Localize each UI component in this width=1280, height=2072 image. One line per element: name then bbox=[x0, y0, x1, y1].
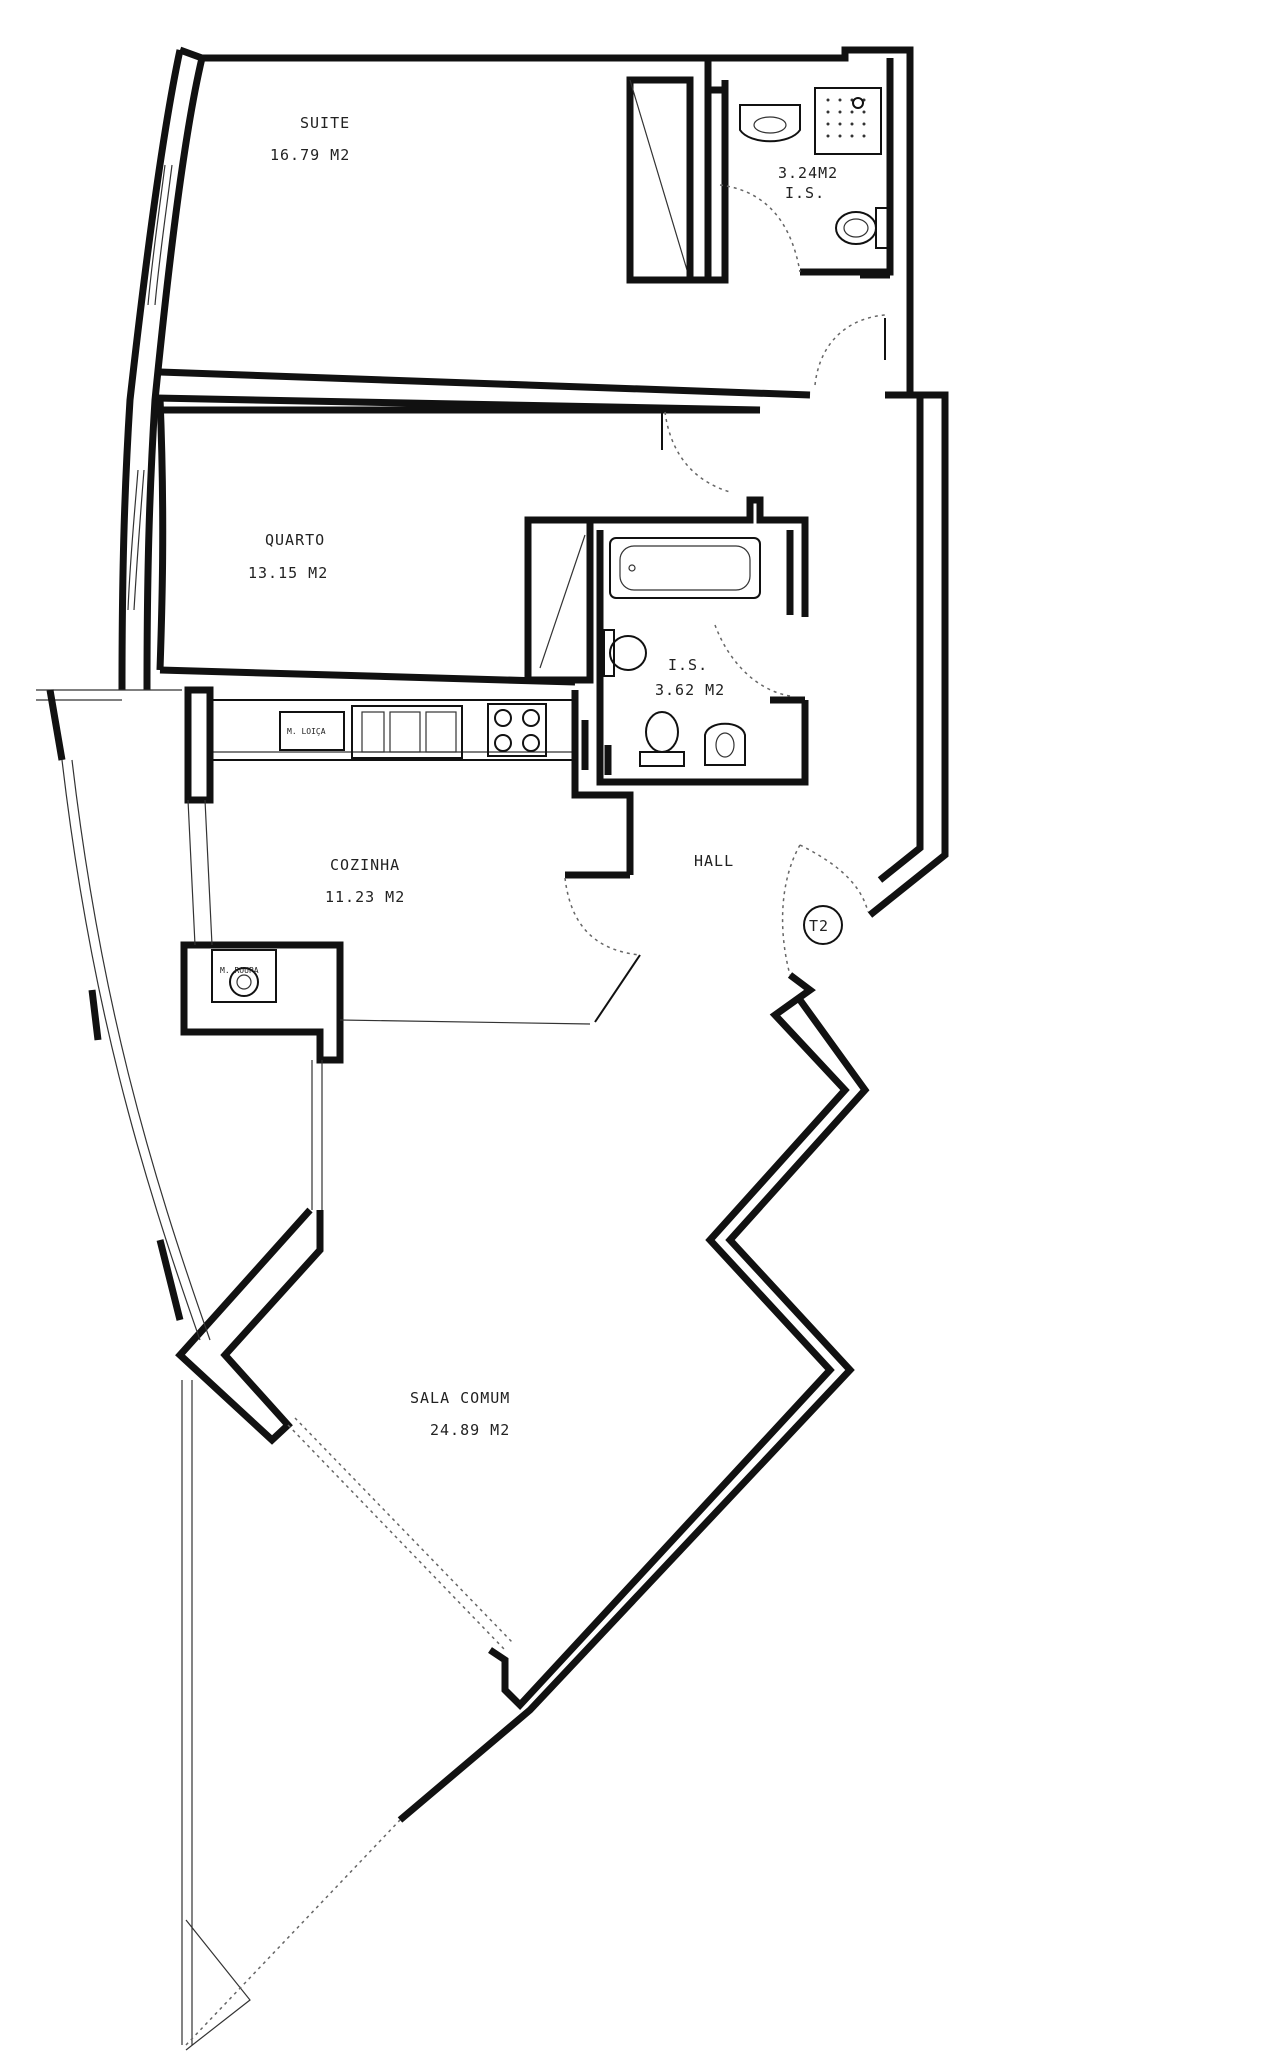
right-wall bbox=[867, 391, 949, 918]
suite-room: SUITE 16.79 M2 bbox=[155, 58, 811, 414]
kitchen-room: M. LOIÇA M. ROUPA CO bbox=[180, 686, 641, 1210]
right-wall-inner bbox=[877, 391, 924, 883]
is-top-area: 3.24M2 bbox=[778, 164, 838, 182]
sink-icon-mid bbox=[704, 722, 746, 766]
kitchen-sink-icon bbox=[351, 705, 463, 759]
balcony bbox=[36, 689, 401, 2051]
sala-glazing bbox=[287, 1424, 506, 1651]
sala-zigzag-wall bbox=[488, 972, 850, 1711]
unit-tag: T2 bbox=[809, 917, 829, 935]
sink-icon bbox=[739, 104, 801, 143]
washing-machine: M. ROUPA bbox=[211, 949, 277, 1003]
suite-name: SUITE bbox=[300, 114, 350, 132]
left-facade-upper-inner bbox=[143, 57, 206, 691]
hob-icon bbox=[487, 703, 547, 757]
top-wall bbox=[178, 46, 914, 395]
washer-label: M. ROUPA bbox=[220, 966, 259, 975]
cozinha-name: COZINHA bbox=[330, 856, 400, 874]
sala-area: 24.89 M2 bbox=[430, 1421, 510, 1439]
shower-drain-icon bbox=[852, 97, 864, 109]
toilet-icon-mid bbox=[639, 711, 685, 767]
entrance-door-swing bbox=[799, 844, 869, 913]
hall-name: HALL bbox=[694, 852, 734, 870]
entrance-door-swing-2 bbox=[781, 844, 801, 976]
cozinha-area: 11.23 M2 bbox=[325, 888, 405, 906]
quarto-door-swing bbox=[664, 411, 731, 493]
top-bathroom: 3.24M2 I.S. bbox=[708, 58, 894, 284]
bath-door-swing bbox=[719, 184, 801, 273]
suite-bottom-wall bbox=[159, 368, 811, 399]
sala-comum-room: SALA COMUM 24.89 M2 bbox=[175, 972, 870, 1823]
left-facade-upper bbox=[118, 49, 184, 691]
dishwasher bbox=[279, 711, 345, 751]
facade-windows bbox=[127, 164, 173, 611]
shower-dots bbox=[826, 98, 866, 138]
quarto-name: QUARTO bbox=[265, 531, 325, 549]
is-mid-name: I.S. bbox=[668, 656, 708, 674]
is-top-name: I.S. bbox=[785, 184, 825, 202]
quarto-area: 13.15 M2 bbox=[248, 564, 328, 582]
quarto-room: QUARTO 13.15 M2 bbox=[152, 397, 809, 686]
hall-area: HALL T2 bbox=[626, 700, 869, 976]
suite-door-swing bbox=[814, 314, 886, 386]
sala-name: SALA COMUM bbox=[410, 1389, 510, 1407]
kitchen-counter bbox=[212, 699, 576, 761]
quarto-closet bbox=[524, 516, 594, 684]
mid-bath-door-swing bbox=[714, 624, 791, 697]
dishwasher-label: M. LOIÇA bbox=[287, 727, 326, 736]
bathtub bbox=[609, 537, 761, 599]
bidet-icon bbox=[603, 629, 647, 677]
is-mid-area: 3.62 M2 bbox=[655, 681, 725, 699]
middle-bathroom: I.S. 3.62 M2 bbox=[596, 530, 809, 786]
toilet-icon bbox=[835, 207, 889, 249]
outer-walls bbox=[118, 46, 949, 918]
kitchen-door-swing bbox=[564, 877, 641, 956]
unit-tag-circle bbox=[803, 905, 843, 945]
suite-area: 16.79 M2 bbox=[270, 146, 350, 164]
shower-tray bbox=[814, 87, 882, 155]
